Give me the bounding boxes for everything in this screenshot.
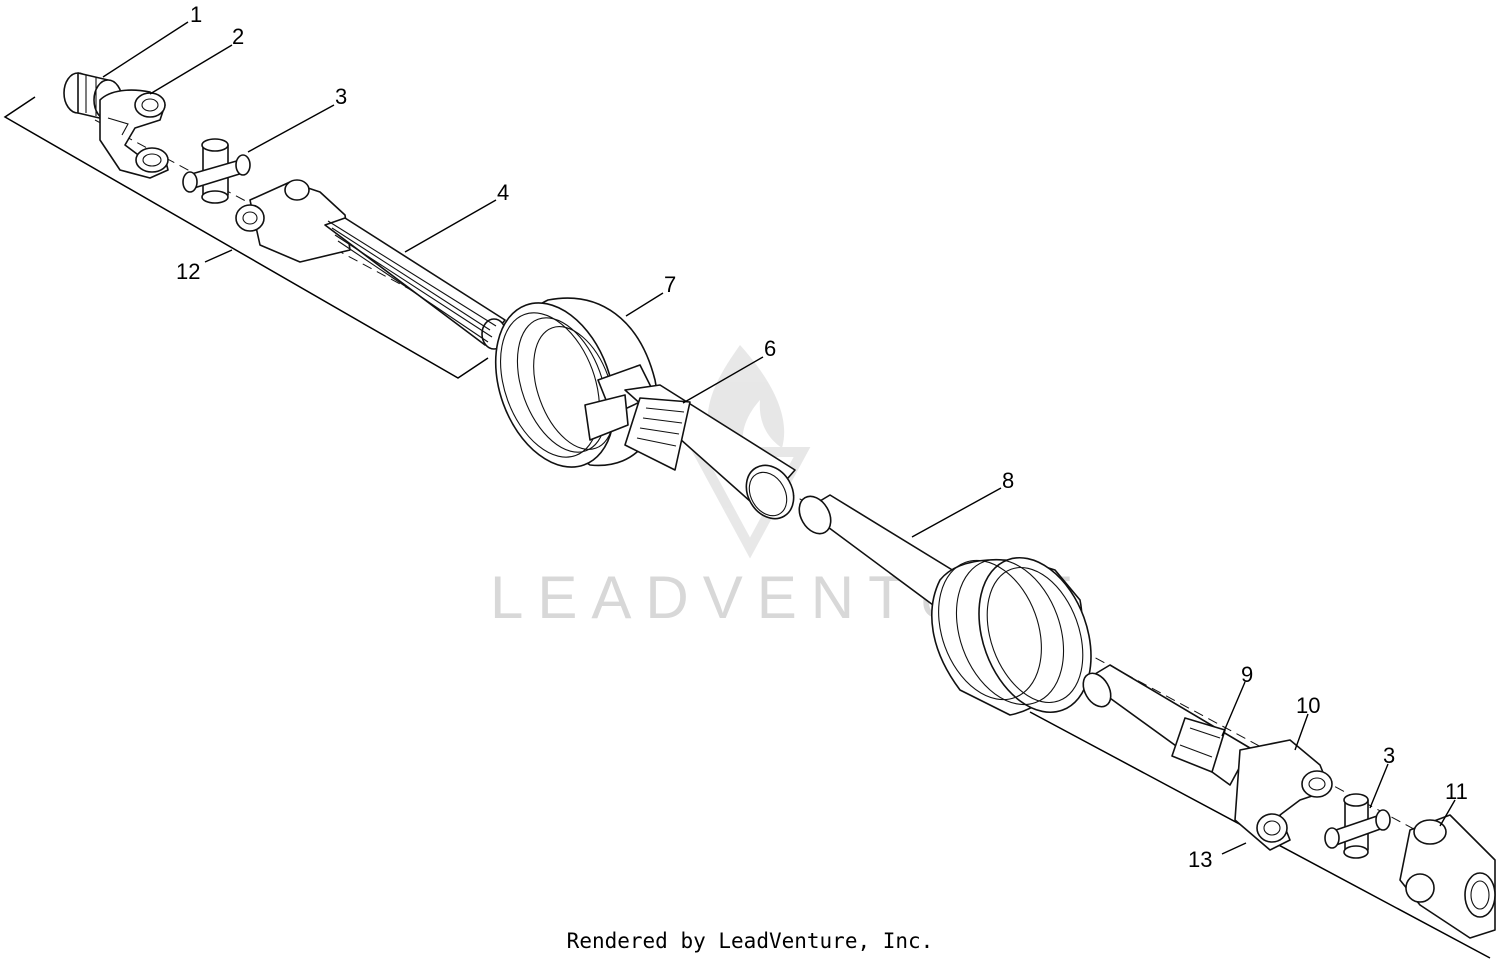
callout-3-lower: 3 bbox=[1383, 743, 1395, 768]
part-4-splined-shaft bbox=[235, 179, 507, 350]
part-6-inner-tube bbox=[624, 384, 796, 520]
render-credit: Rendered by LeadVenture, Inc. bbox=[567, 929, 934, 953]
part-3-cross-bearing-upper bbox=[182, 138, 251, 204]
callout-3-upper: 3 bbox=[335, 84, 347, 109]
assembly-bracket-12 bbox=[3, 96, 489, 379]
callout-11: 11 bbox=[1445, 779, 1468, 804]
callout-2: 2 bbox=[232, 24, 244, 49]
callout-6: 6 bbox=[764, 336, 776, 361]
warning-label-9 bbox=[1171, 717, 1226, 773]
warning-label-6 bbox=[624, 397, 691, 471]
part-11-splined-yoke bbox=[1399, 814, 1496, 939]
callout-1: 1 bbox=[190, 2, 202, 27]
part-3-cross-bearing-lower bbox=[1324, 793, 1391, 859]
callout-10: 10 bbox=[1296, 693, 1320, 718]
part-8-shield-cone bbox=[931, 556, 1092, 716]
callout-7: 7 bbox=[664, 272, 676, 297]
callout-13: 13 bbox=[1188, 847, 1212, 872]
callout-12: 12 bbox=[176, 259, 200, 284]
callout-8: 8 bbox=[1002, 468, 1014, 493]
callout-labels: 1 2 3 4 7 6 12 8 9 10 3 11 13 bbox=[176, 2, 1468, 872]
part-9-inner-tube bbox=[1082, 664, 1251, 786]
callout-4: 4 bbox=[497, 180, 509, 205]
leader-lines bbox=[102, 21, 1456, 855]
callout-9: 9 bbox=[1241, 662, 1253, 687]
part-10-yoke bbox=[1234, 739, 1333, 851]
spline-grooves bbox=[327, 220, 497, 343]
part-2-yoke bbox=[99, 89, 169, 179]
part-7-outer-shield-cone bbox=[494, 297, 658, 468]
